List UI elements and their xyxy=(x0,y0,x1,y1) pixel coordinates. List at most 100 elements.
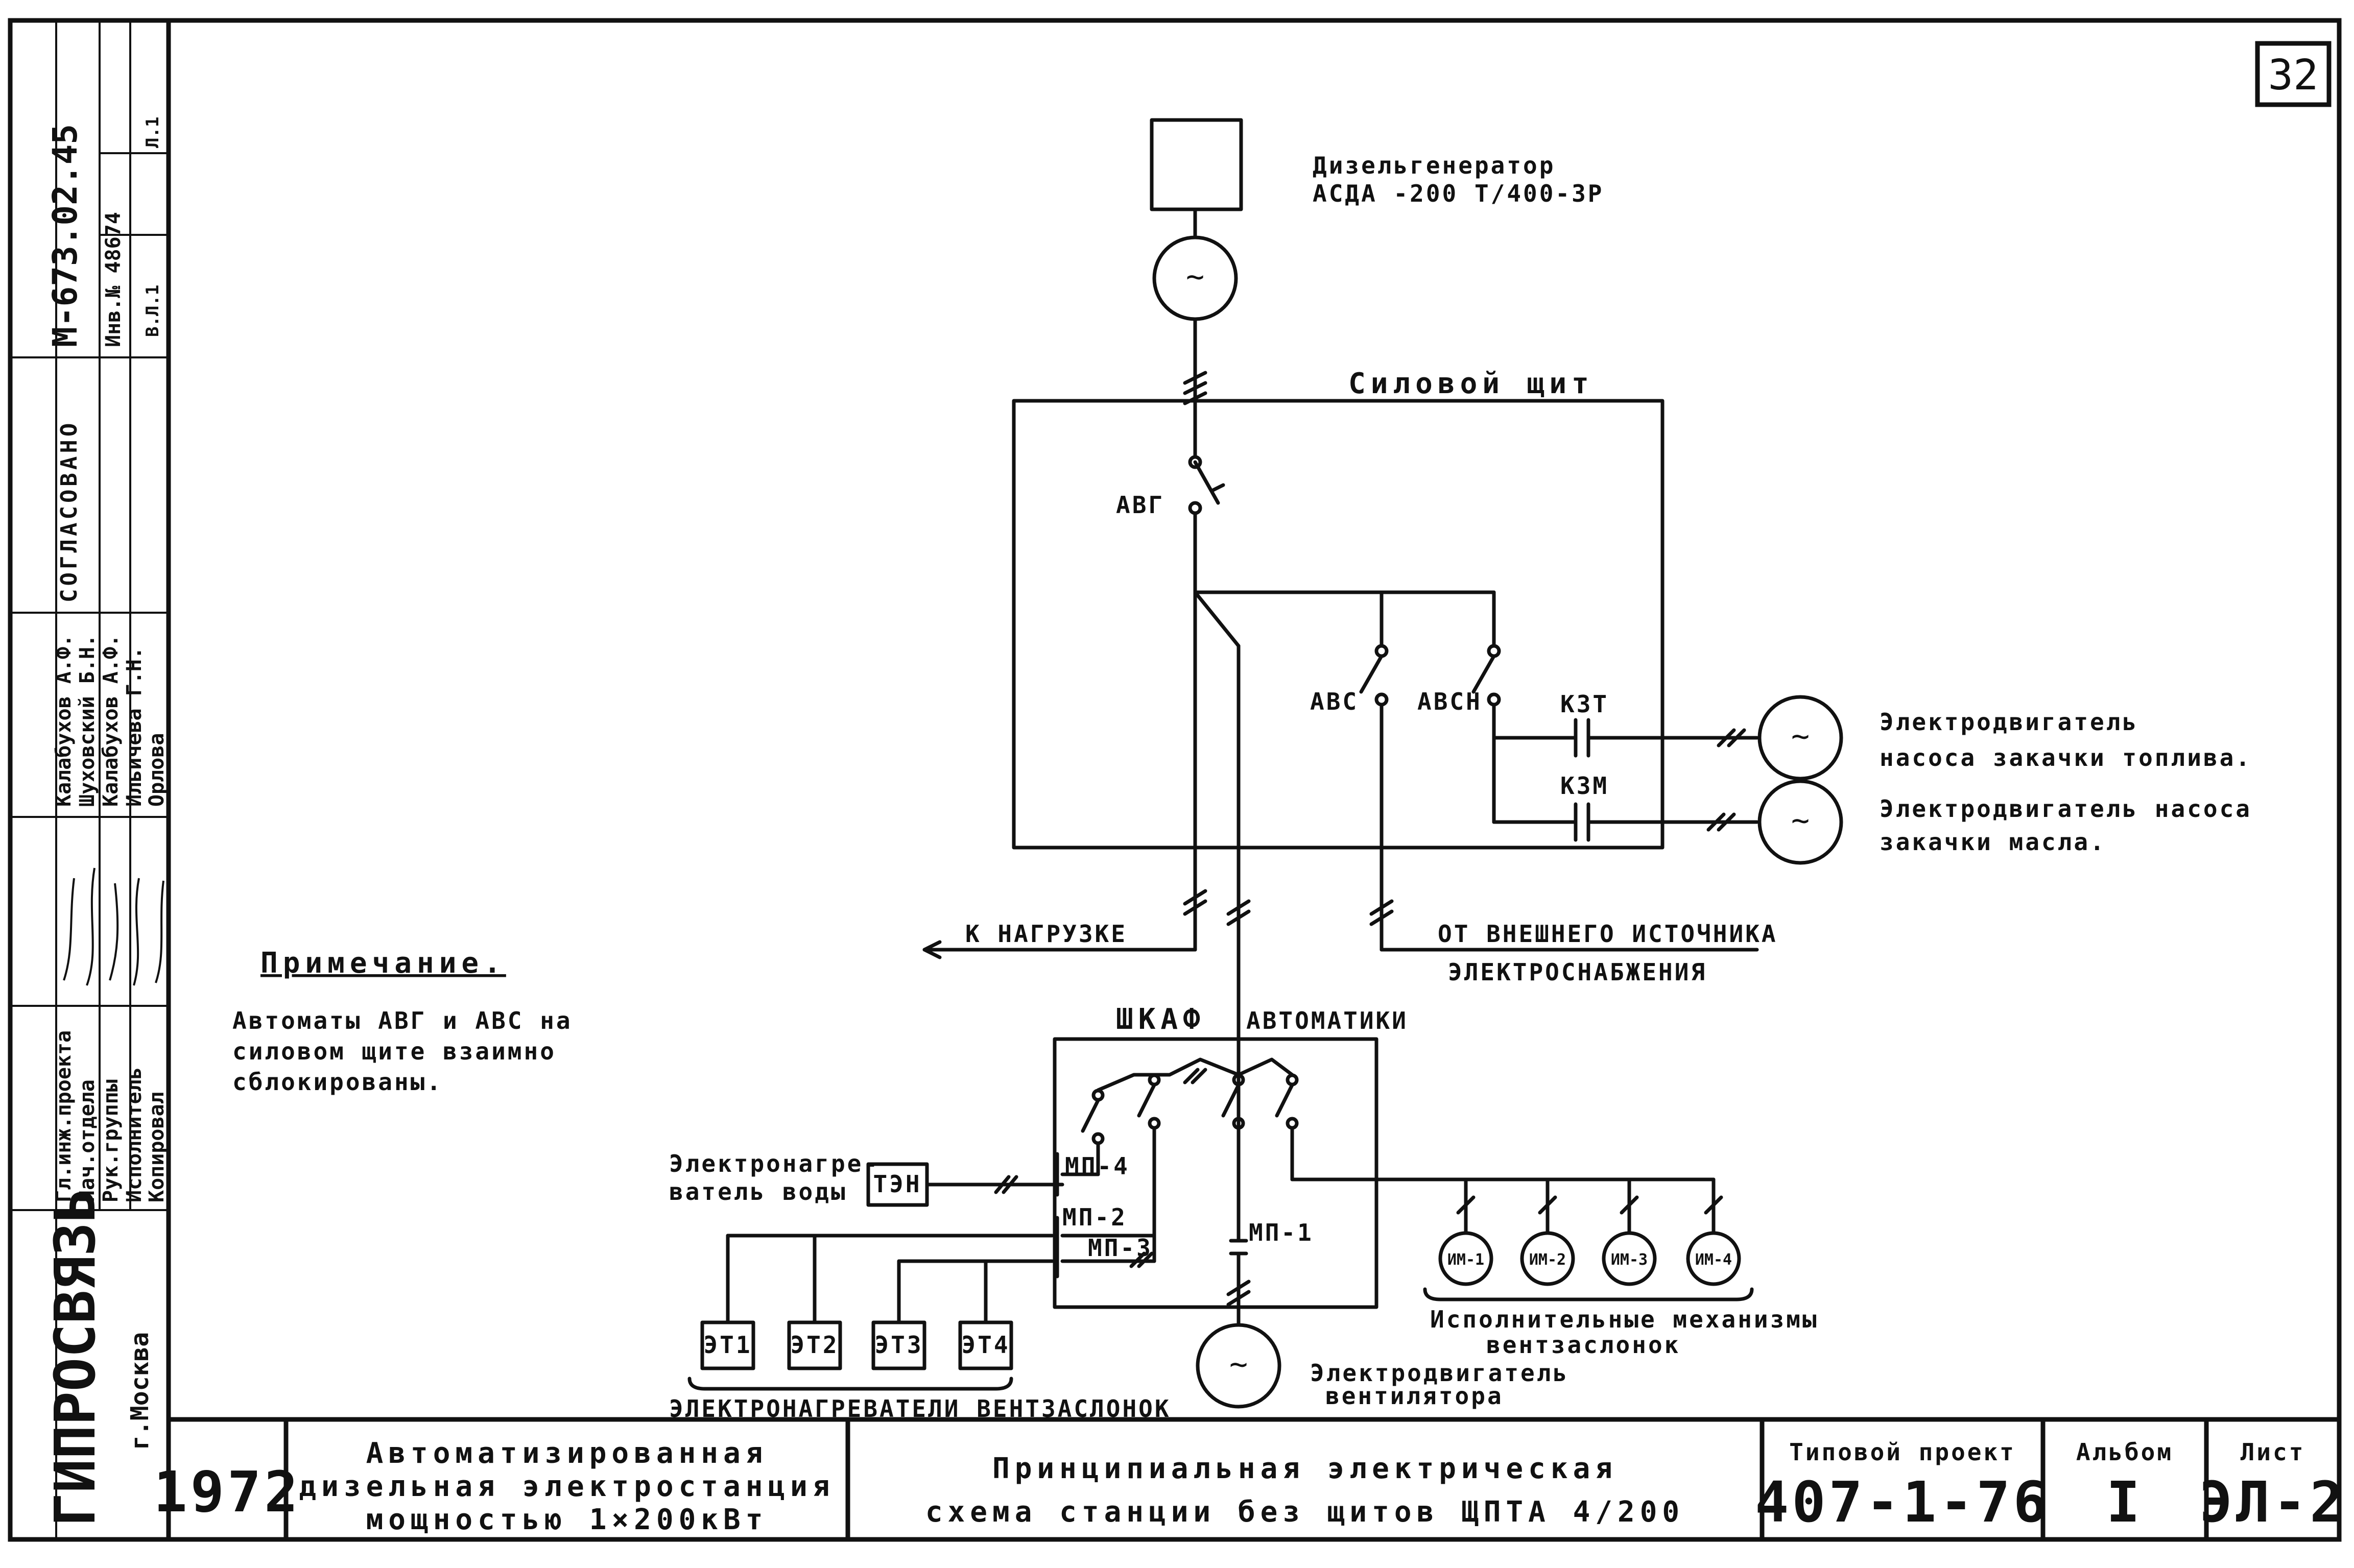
actuator-im4 xyxy=(1686,1231,1741,1286)
sheet-number-box xyxy=(2255,41,2332,107)
generator-tilde-icon: ~ xyxy=(1186,259,1204,295)
fan-motor-label-line2: вентилятора xyxy=(1325,1382,1504,1410)
heater-box xyxy=(866,1162,929,1207)
heater-et4-label: ЭТ4 xyxy=(961,1331,1010,1359)
generator-cable-ticks xyxy=(1183,371,1207,405)
actuator-im3-label: ИМ-3 xyxy=(1611,1251,1648,1269)
stamp-role-2: Нач.отдела xyxy=(76,1079,99,1202)
stamp-role-1: Гл.инж.проекта xyxy=(52,1030,76,1202)
heater-et3 xyxy=(871,1320,926,1370)
breaker-avsn-label: АВСН xyxy=(1417,688,1482,715)
oil-pump-tilde-icon: ~ xyxy=(1791,803,1810,838)
stamp-name-5: Орлова xyxy=(145,733,169,807)
power-panel-box xyxy=(1012,399,1665,850)
cabinet-title-left: ШКАФ xyxy=(1116,1003,1205,1036)
note-title: Примечание. xyxy=(260,947,506,980)
damper-heaters: ЭТ1 ЭТ2 ЭТ3 ЭТ4 ЭЛЕКТРОНАГРЕВАТЕЛИ ВЕНТЗ… xyxy=(669,1320,1171,1422)
title-name-line2: дизельная электростанция xyxy=(299,1470,835,1503)
heater-et2 xyxy=(787,1320,842,1370)
fuel-pump-motor-symbol xyxy=(1757,695,1843,781)
oil-pump-label-line2: закачки масла. xyxy=(1880,828,2106,856)
mp4-label: МП-4 xyxy=(1065,1152,1130,1180)
to-load-arrow-icon xyxy=(922,940,942,959)
damper-heaters-caption: ЭЛЕКТРОНАГРЕВАТЕЛИ ВЕНТЗАСЛОНОК xyxy=(669,1395,1171,1422)
actuator-im1-label: ИМ-1 xyxy=(1447,1251,1484,1269)
damper-actuators: ИМ-1 ИМ-2 ИМ-3 ИМ-4 Исполнительные механ… xyxy=(1423,1231,1819,1359)
external-source-line2: ЭЛЕКТРОСНАБЖЕНИЯ xyxy=(1448,958,1707,986)
actuator-im1 xyxy=(1438,1231,1493,1286)
sheet-caption: Лист xyxy=(2241,1438,2305,1466)
cabinet-title-right: АВТОМАТИКИ xyxy=(1246,1007,1408,1034)
generator-label-line2: АСДА -200 Т/400-ЗР xyxy=(1313,180,1604,207)
actuator-im3 xyxy=(1602,1231,1657,1286)
agreed-label: СОГЛАСОВАНО xyxy=(56,420,82,602)
title-block: 1972 Автоматизированная дизельная электр… xyxy=(154,1419,2347,1539)
title-year: 1972 xyxy=(154,1459,301,1525)
automation-cabinet-box xyxy=(1053,1037,1378,1309)
stamp-name-3: Калабухов А.Ф. xyxy=(99,635,123,807)
signatures xyxy=(63,867,164,986)
note-line1: Автоматы АВГ и АВС на xyxy=(232,1007,573,1034)
fuel-pump-label-line1: Электродвигатель xyxy=(1880,708,2138,736)
organization-city: г.Москва xyxy=(126,1332,154,1450)
sheet-number: 32 xyxy=(2268,51,2319,100)
album-number: I xyxy=(2106,1469,2143,1535)
diesel-generator: ~ Дизельгенератор АСДА -200 Т/400-ЗР xyxy=(1150,118,1604,321)
left-stamp: М-673.02.45 Инв.№ 48674 Л.1 В.Л.1 СОГЛАС… xyxy=(10,20,169,1539)
to-load-label: К НАГРУЗКЕ xyxy=(965,920,1127,948)
diesel-engine-box xyxy=(1150,118,1243,211)
drawing-title-line1: Принципиальная электрическая xyxy=(992,1452,1618,1485)
heater-box-label: ТЭН xyxy=(873,1170,921,1198)
breaker-avg-label: АВГ xyxy=(1116,491,1164,519)
mp2-label: МП-2 xyxy=(1062,1203,1127,1231)
heater-label-line2: ватель воды xyxy=(669,1178,847,1205)
contactor-kzm-label: КЗМ xyxy=(1560,772,1609,800)
heater-et4 xyxy=(958,1320,1013,1370)
sheet-mark-l1: Л.1 xyxy=(142,117,163,148)
stamp-role-3: Рук.группы xyxy=(99,1079,123,1202)
actuator-im2-label: ИМ-2 xyxy=(1529,1251,1566,1269)
stamp-role-5: Копировал xyxy=(145,1092,169,1202)
note-block: Примечание. Автоматы АВГ и АВС на силово… xyxy=(232,947,573,1096)
note-line3: сблокированы. xyxy=(232,1068,443,1096)
power-panel-title: Силовой щит xyxy=(1348,367,1594,400)
title-name-line3: мощностью 1×200кВт xyxy=(366,1503,768,1536)
doc-number: М-673.02.45 xyxy=(45,124,85,347)
sheet-code: ЭЛ-2 xyxy=(2199,1469,2347,1535)
mp1-label: МП-1 xyxy=(1249,1219,1314,1246)
drawing-frame xyxy=(8,18,2342,1542)
breaker-avs-label: АВС xyxy=(1310,688,1359,715)
heater-et3-label: ЭТ3 xyxy=(874,1331,923,1359)
sheet-mark-v1: В.Л.1 xyxy=(142,285,163,337)
fuel-pump-tilde-icon: ~ xyxy=(1791,718,1810,754)
fan-motor-label-line1: Электродвигатель xyxy=(1310,1359,1569,1387)
oil-pump-motor-symbol xyxy=(1757,779,1843,865)
stamp-role-4: Исполнитель xyxy=(123,1067,146,1202)
actuators-caption-line1: Исполнительные механизмы xyxy=(1430,1306,1819,1333)
fan-motor-tilde-icon: ~ xyxy=(1229,1346,1248,1382)
cabinet-breakers xyxy=(1081,1073,1299,1145)
note-line2: силовом щите взаимно xyxy=(232,1038,556,1065)
external-source-line1: ОТ ВНЕШНЕГО ИСТОЧНИКА xyxy=(1438,920,1778,948)
stamp-name-2: Шуховский Б.Н. xyxy=(76,635,99,807)
drawing-title-line2: схема станции без щитов ЩПТА 4/200 xyxy=(925,1495,1684,1529)
actuator-im2 xyxy=(1520,1231,1575,1286)
heater-et1 xyxy=(700,1320,755,1370)
project-caption: Типовой проект xyxy=(1789,1438,2016,1466)
actuator-im4-label: ИМ-4 xyxy=(1695,1251,1732,1269)
stamp-name-4: Ильичева Г.Н. xyxy=(123,647,146,807)
actuators-caption-line2: вентзаслонок xyxy=(1486,1331,1680,1359)
fan-motor-symbol xyxy=(1196,1323,1281,1409)
oil-pump-label-line1: Электродвигатель насоса xyxy=(1880,795,2252,823)
generator-label-line1: Дизельгенератор xyxy=(1313,152,1555,179)
heater-et2-label: ЭТ2 xyxy=(790,1331,839,1359)
project-number: 407-1-76 xyxy=(1755,1469,2050,1535)
heater-et1-label: ЭТ1 xyxy=(703,1331,752,1359)
title-name-line1: Автоматизированная xyxy=(366,1437,768,1470)
contactor-kzt-label: КЗТ xyxy=(1560,690,1609,718)
mp3-label: МП-3 xyxy=(1088,1234,1153,1262)
inventory-number: Инв.№ 48674 xyxy=(102,212,125,347)
stamp-name-1: Калабухов А.Ф. xyxy=(52,635,76,807)
heater-label-line1: Электронагре- xyxy=(669,1150,879,1177)
